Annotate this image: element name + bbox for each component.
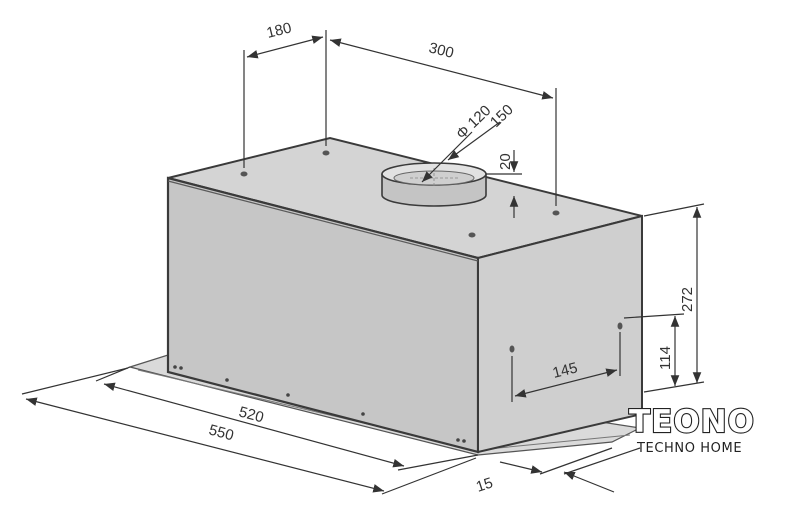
top-mount-holes (240, 150, 560, 238)
dim-label-550: 550 (207, 421, 236, 444)
hood-side-face (477, 214, 643, 454)
dim-line-145 (514, 368, 618, 398)
dim-line-diameter-120 (421, 131, 473, 183)
dim-label-15: 15 (474, 474, 495, 495)
logo-tagline-text: TECHNO HOME (636, 441, 742, 456)
dim-line-15-ext-a (539, 447, 613, 475)
dim-line-15-ext-b (563, 447, 641, 475)
dim-label-180: 180 (265, 19, 293, 42)
dim-line-300 (329, 38, 554, 100)
dim-line-180 (246, 35, 324, 59)
dim-line-550 (25, 397, 385, 493)
dim-label-272: 272 (679, 287, 696, 312)
dim-label-diameter-150: 150 (487, 101, 517, 131)
dim-line-diameter-150 (447, 121, 501, 161)
dim-label-diameter-120: Φ 120 (453, 102, 494, 143)
dim-line-520-ext-right (397, 454, 479, 471)
dim-line-15-right (563, 471, 615, 493)
dim-line-15-left (499, 461, 543, 474)
dim-line-114-ext (623, 313, 685, 319)
dim-line-272-ext-bottom (643, 381, 705, 393)
dim-label-300: 300 (427, 39, 455, 62)
side-mount-holes (509, 322, 623, 353)
exhaust-collar (381, 162, 487, 207)
logo-brand-text: TEONO (629, 404, 755, 440)
dim-label-520: 520 (237, 403, 266, 426)
dim-label-145: 145 (551, 359, 579, 382)
dim-label-20: 20 (497, 153, 514, 170)
dim-line-550-ext-left (21, 367, 129, 395)
dim-line-272-ext-top (643, 203, 705, 217)
dim-label-114: 114 (657, 346, 674, 370)
front-top-edge (167, 180, 479, 262)
teono-logo: TEONO TECHNO HOME (628, 403, 755, 456)
dim-line-550-ext-right (381, 457, 477, 495)
